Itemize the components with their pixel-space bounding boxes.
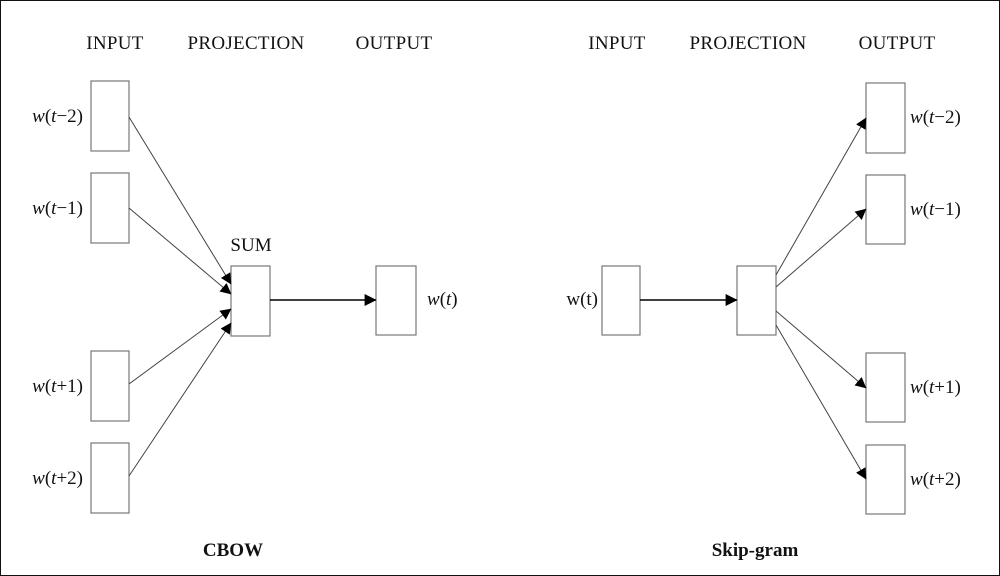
skipgram-output-box [865, 352, 906, 423]
skipgram-input-label: w(t) [566, 289, 598, 310]
cbow-edge [128, 116, 232, 285]
skipgram-output-label: w(t+2) [910, 469, 961, 490]
skipgram-output-label: w(t+1) [910, 377, 961, 398]
cbow-input-box [90, 172, 130, 244]
cbow-header-input: INPUT [86, 33, 144, 54]
cbow-projection-box [230, 265, 271, 337]
cbow-input-label: w(t+2) [32, 468, 83, 489]
cbow-input-label: w(t+1) [32, 376, 83, 397]
cbow-input-box [90, 442, 130, 514]
skipgram-projection-box [736, 265, 777, 336]
skipgram-output-box [865, 174, 906, 245]
cbow-input-label: w(t−2) [32, 106, 83, 127]
skipgram-output-label: w(t−2) [910, 107, 961, 128]
cbow-sum-label: SUM [230, 235, 271, 256]
cbow-edge [128, 322, 232, 477]
cbow-output-label: w(t) [427, 289, 458, 310]
cbow-input-label: w(t−1) [32, 198, 83, 219]
skipgram-output-box [865, 444, 906, 515]
skipgram-edge [775, 208, 867, 288]
skipgram-output-box [865, 82, 906, 154]
cbow-edge [128, 308, 232, 385]
cbow-header-output: OUTPUT [356, 33, 433, 54]
skipgram-header-projection: PROJECTION [689, 33, 806, 54]
skipgram-output-label: w(t−1) [910, 199, 961, 220]
skipgram-panel: INPUT PROJECTION OUTPUT w(t) w(t−2) w(t−… [566, 33, 961, 561]
cbow-input-box [90, 80, 130, 152]
cbow-header-projection: PROJECTION [187, 33, 304, 54]
skipgram-edge [775, 310, 867, 389]
cbow-panel: INPUT PROJECTION OUTPUT w(t−2) w(t−1) w(… [32, 33, 457, 561]
skipgram-edge [775, 324, 867, 480]
skipgram-header-input: INPUT [588, 33, 646, 54]
skipgram-title: Skip-gram [712, 540, 799, 561]
cbow-title: CBOW [203, 540, 263, 561]
cbow-output-box [375, 265, 417, 336]
skipgram-input-box [601, 265, 641, 336]
cbow-edge [128, 207, 232, 295]
skipgram-edge [775, 117, 867, 276]
skipgram-header-output: OUTPUT [859, 33, 936, 54]
cbow-input-box [90, 350, 130, 422]
